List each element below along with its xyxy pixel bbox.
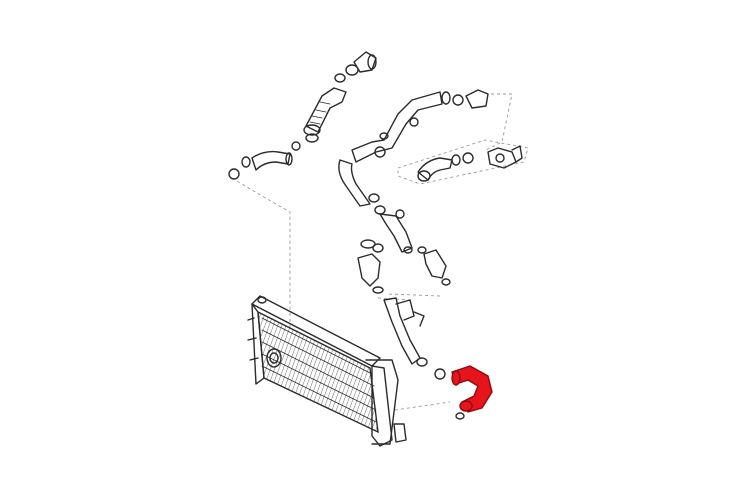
throttle-body xyxy=(417,145,523,182)
assembly-guide-lines xyxy=(231,93,529,411)
outlet-clamp xyxy=(455,412,465,420)
intercooler xyxy=(247,295,407,447)
lower-right-hose xyxy=(417,246,451,286)
boost-pipe-assembly xyxy=(338,89,489,254)
left-intake-hose xyxy=(303,51,377,143)
lower-boost-pipe xyxy=(357,239,446,380)
highlighted-hose xyxy=(451,365,493,413)
upper-boost-hose xyxy=(228,141,301,180)
